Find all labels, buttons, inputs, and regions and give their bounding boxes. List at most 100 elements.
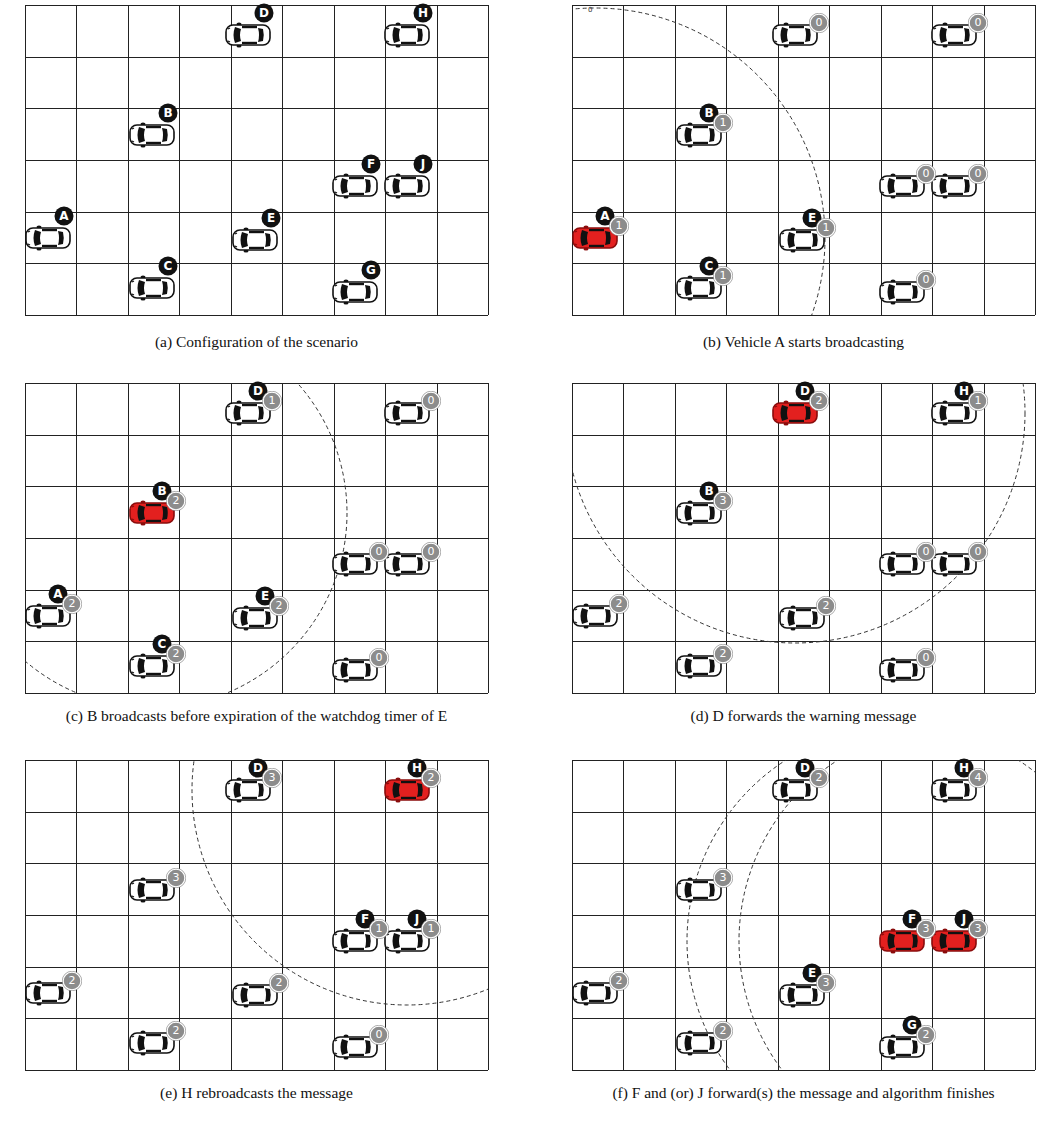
badge-disc [714,869,732,887]
vehicle [385,173,429,198]
car-windshield [241,987,249,1003]
car-side-window [789,42,804,44]
badge-ring [166,644,186,664]
car-side-window [789,26,804,28]
car-rear-window [709,128,715,142]
counter-badge: 0 [369,542,389,562]
car-windshield [888,284,896,300]
counter-value: 1 [369,919,389,939]
grid-line [25,108,488,109]
counter-badge: 3 [916,919,936,939]
scenario-panel: D10B200A2E2C20(c) B broadcasts before ex… [25,383,488,753]
badge-disc [270,597,288,615]
grid-line [572,863,1035,864]
counter-badge: 2 [166,1021,186,1041]
badge-disc [917,649,935,667]
grid [25,5,489,316]
car-windshield [685,127,693,143]
car-side-window [349,1038,364,1040]
badge-disc [714,492,732,510]
counter-value: 2 [166,644,186,664]
badge-ring [968,391,988,411]
grid-line [25,863,488,864]
counter-badge: 2 [62,594,82,614]
car-windshield [685,280,693,296]
badge-disc [159,104,178,123]
transmission-range [572,383,1025,643]
car-side-window [401,26,416,28]
grid-line [572,967,1035,968]
car-rear-window [58,609,64,623]
car-headlight [679,883,681,897]
counter-value: 3 [968,919,988,939]
car-headlight [235,233,237,247]
car-rear-window [605,231,611,245]
car-side-window [896,177,911,179]
car-windshield [341,1039,349,1055]
car-windshield [685,882,693,898]
badge-disc [610,972,628,990]
car-rear-window [162,506,168,520]
counter-badge: 0 [916,270,936,290]
car-rear-window [912,557,918,571]
car-rear-window [964,783,970,797]
car-side-window [146,1034,161,1036]
counter-badge: 1 [713,266,733,286]
caption-text: (b) Vehicle A starts broadcasting [703,333,904,350]
car-side-window [789,404,804,406]
car-side-window [146,520,161,522]
grid-line [25,315,488,316]
badge-disc [969,543,987,561]
car-side-window [948,404,963,406]
car-side-window [789,797,804,799]
car-side-window [401,420,416,422]
car-rear-window [265,611,271,625]
car-rear-window [162,659,168,673]
range-label: 0 [588,6,592,14]
car-side-window [948,26,963,28]
vehicle [385,22,429,47]
panel-caption: (b) Vehicle A starts broadcasting [572,331,1035,353]
car-headlight [882,285,884,299]
car-side-window [693,881,708,883]
car-side-window [401,177,416,179]
counter-value: 2 [916,1025,936,1045]
counter-value: 2 [269,596,289,616]
car-side-window [242,404,257,406]
transmission-range [739,760,1035,1070]
counter-badge: 2 [166,644,186,664]
badge-ring [262,768,282,788]
car-windshield [581,985,589,1001]
car-side-window [693,897,708,899]
car-side-window [589,245,604,247]
car-side-window [242,797,257,799]
grid [572,760,1036,1071]
badge-disc [610,217,628,235]
car-windshield [781,405,789,421]
badge-ring [166,491,186,511]
car-rear-window [964,557,970,571]
grid-line [25,57,488,58]
vehicle-id-badge: H [413,3,433,23]
counter-value: 2 [166,1021,186,1041]
badge-ring [916,542,936,562]
car-side-window [401,948,416,950]
car-rear-window [709,659,715,673]
grid [25,760,489,1071]
car-headlight [575,231,577,245]
car-headlight [387,179,389,193]
grid-line [25,212,488,213]
car-rear-window [709,883,715,897]
badge-disc [167,869,185,887]
badge-ring [421,919,441,939]
car-windshield [34,608,42,624]
grid-line [572,693,1035,694]
car-headlight [335,1040,337,1054]
car-side-window [349,948,364,950]
grid-line [25,435,488,436]
car-side-window [948,932,963,934]
grid-line [572,1018,1035,1019]
grid-line [572,108,1035,109]
counter-badge: 2 [62,971,82,991]
car-side-window [42,984,57,986]
